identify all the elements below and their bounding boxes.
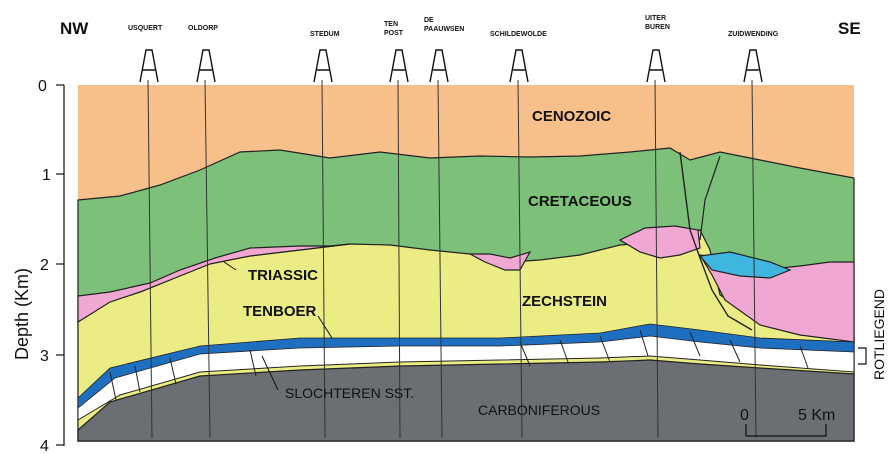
well-derricks [140, 50, 762, 82]
well-label-line: DE [424, 17, 434, 24]
well-label-zuidwending: ZUIDWENDING [728, 31, 779, 38]
depth-axis-label: Depth (Km) [12, 268, 32, 360]
well-label-line: PAAUWSEN [424, 26, 464, 33]
well-label-oldorp: OLDORP [188, 25, 218, 32]
label-slochteren: SLOCHTEREN SST. [285, 385, 414, 401]
direction-left: NW [60, 19, 89, 38]
well-label-ten-post: TEN POST [384, 21, 404, 37]
well-label-line: UITER [645, 15, 666, 22]
depth-tick-3: 3 [40, 348, 49, 365]
label-cenozoic: CENOZOIC [532, 108, 611, 125]
well-label-line: BUREN [645, 24, 670, 31]
depth-tick-0: 0 [38, 78, 47, 95]
well-label-uiterburen: UITER BUREN [645, 15, 670, 31]
well-label-schildewolde: SCHILDEWOLDE [490, 31, 547, 38]
well-label-line: POST [384, 30, 404, 37]
well-label-usquert: USQUERT [128, 25, 163, 32]
depth-tick-2: 2 [40, 257, 49, 274]
direction-right: SE [838, 19, 861, 38]
depth-ticks [56, 85, 64, 445]
depth-tick-4: 4 [40, 438, 49, 454]
label-rotliegend: ROTLIEGEND [871, 289, 887, 380]
label-carboniferous: CARBONIFEROUS [478, 402, 600, 418]
depth-tick-1: 1 [42, 167, 51, 184]
label-cretaceous: CRETACEOUS [528, 193, 632, 210]
label-zechstein: ZECHSTEIN [522, 293, 607, 310]
well-label-stedum: STEDUM [310, 31, 340, 38]
label-tenboer: TENBOER [243, 303, 317, 320]
scale-bar-end: 5 Km [798, 407, 835, 424]
scale-bar-start: 0 [740, 407, 749, 424]
well-label-line: TEN [384, 21, 398, 28]
label-triassic: TRIASSIC [248, 267, 318, 284]
rotliegend-bracket [858, 348, 866, 364]
well-label-de-paauwsen: DE PAAUWSEN [424, 17, 464, 33]
